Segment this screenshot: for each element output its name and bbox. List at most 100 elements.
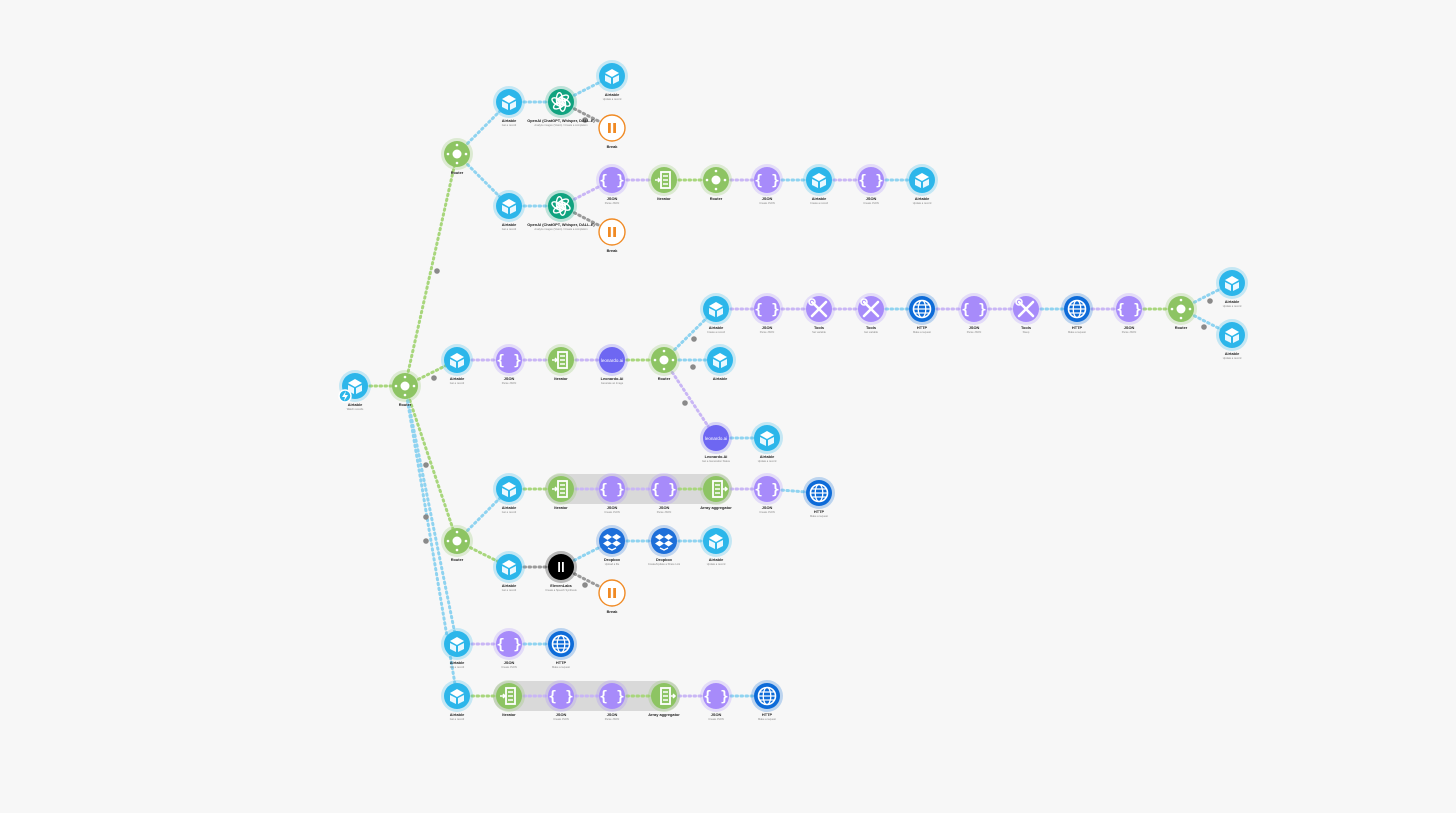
module-circle[interactable] (651, 528, 677, 554)
module-brk3[interactable]: Break (598, 579, 626, 614)
module-circle[interactable] (599, 683, 625, 709)
filter-marker[interactable] (682, 400, 688, 406)
module-circle[interactable] (703, 683, 729, 709)
module-rt5[interactable]: Router (441, 525, 473, 562)
module-circle[interactable] (703, 425, 729, 451)
filter-marker[interactable] (582, 117, 588, 123)
module-rt4[interactable]: Router (1165, 293, 1197, 330)
module-circle[interactable] (496, 631, 522, 657)
filter-marker[interactable] (1201, 324, 1207, 330)
module-circle[interactable] (754, 476, 780, 502)
module-rt2[interactable]: Router (700, 164, 732, 201)
module-circle[interactable] (599, 476, 625, 502)
module-circle[interactable] (598, 218, 626, 246)
module-ag1[interactable]: Array aggregator (700, 473, 732, 510)
module-it1[interactable]: Iterator (648, 164, 680, 201)
module-circle[interactable] (599, 347, 625, 373)
connection-line[interactable] (662, 358, 718, 440)
module-circle[interactable] (548, 683, 574, 709)
filter-marker[interactable] (434, 268, 440, 274)
connection-line[interactable] (403, 384, 459, 646)
module-circle[interactable] (1116, 296, 1142, 322)
filter-marker[interactable] (690, 364, 696, 370)
filter-marker[interactable] (582, 582, 588, 588)
module-it4[interactable]: Iterator (493, 680, 525, 717)
module-it2[interactable]: Iterator (545, 344, 577, 381)
module-router1[interactable]: Router (441, 138, 473, 175)
module-circle[interactable] (961, 296, 987, 322)
module-circle[interactable] (651, 476, 677, 502)
module-circle[interactable] (496, 347, 522, 373)
module-rt3[interactable]: Router (648, 344, 680, 381)
filter-marker[interactable] (423, 538, 429, 544)
module-oa1[interactable]: OpenAI (ChatGPT, Whisper, DALL-E)Analyze… (527, 86, 595, 127)
connection-line[interactable] (403, 152, 459, 388)
module-circle[interactable] (754, 167, 780, 193)
module-brk2[interactable]: Break (598, 218, 626, 253)
filter-marker[interactable] (423, 462, 429, 468)
module-it3[interactable]: Iterator (545, 473, 577, 510)
module-circle[interactable] (599, 528, 625, 554)
filter-marker[interactable] (1207, 298, 1213, 304)
connection-line[interactable] (403, 384, 459, 543)
module-circle[interactable] (754, 296, 780, 322)
module-router0[interactable]: Router (389, 370, 421, 407)
module-brk1[interactable]: Break (598, 114, 626, 149)
module-circle[interactable] (858, 167, 884, 193)
filter-marker[interactable] (423, 514, 429, 520)
filter-marker[interactable] (431, 375, 437, 381)
module-circle[interactable] (548, 554, 574, 580)
module-at10[interactable]: Airtable (704, 344, 736, 381)
module-oa2[interactable]: OpenAI (ChatGPT, Whisper, DALL-E)Analyze… (527, 190, 595, 231)
filter-marker[interactable] (691, 336, 697, 342)
module-circle[interactable] (599, 167, 625, 193)
module-ag2[interactable]: Array aggregator (648, 680, 680, 717)
module-circle[interactable] (598, 579, 626, 607)
module-circle[interactable] (598, 114, 626, 142)
